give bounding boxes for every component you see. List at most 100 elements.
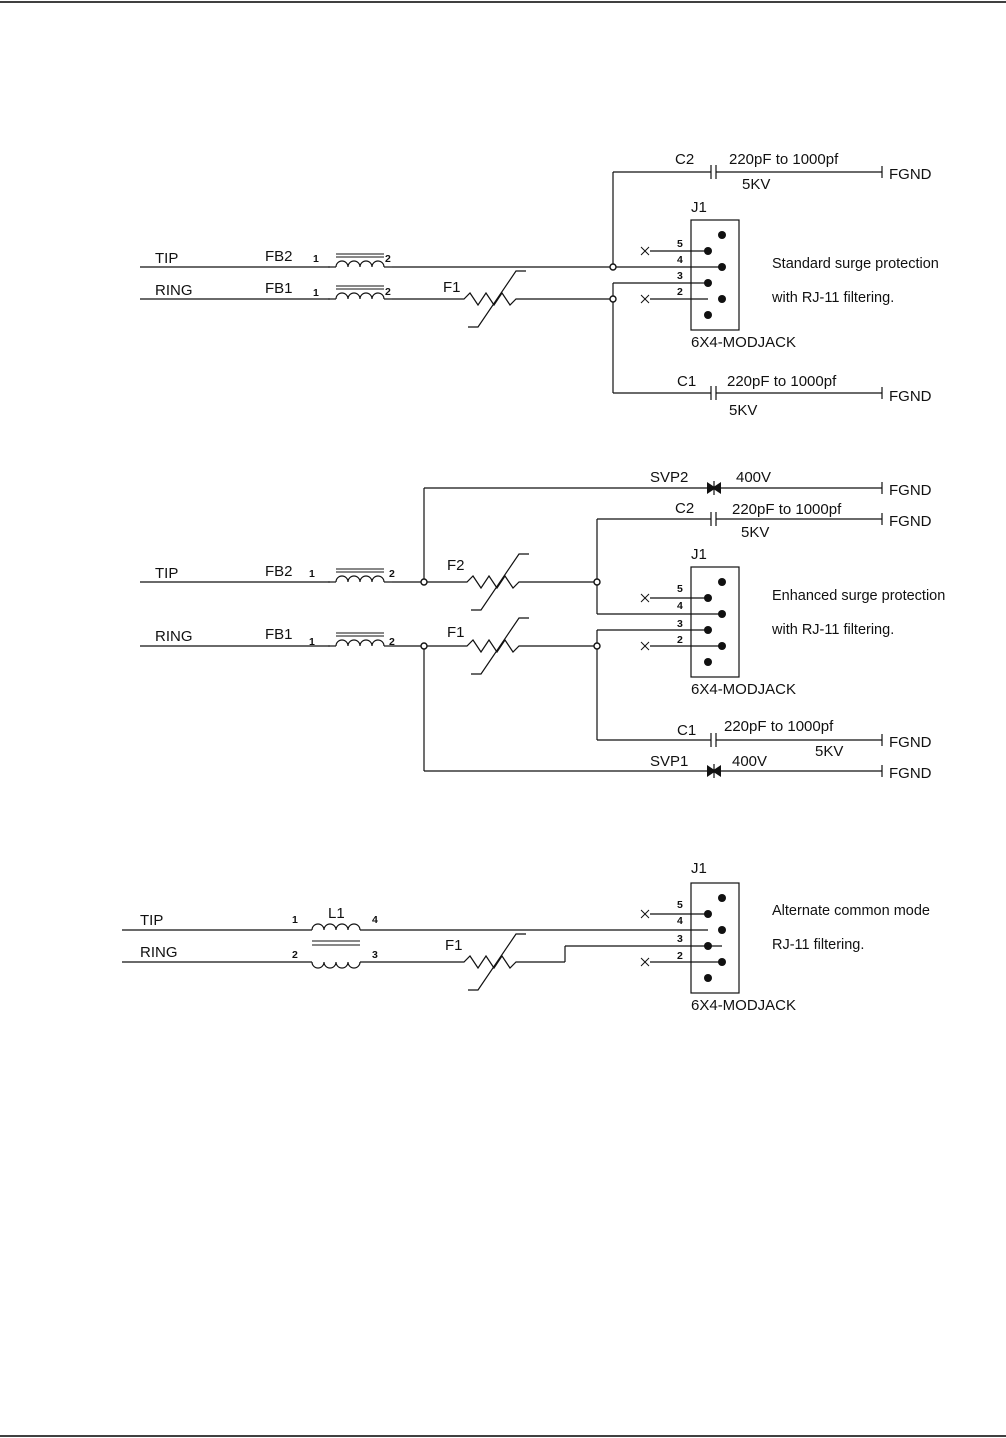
enhanced-surge-circuit: TIP RING FB2 FB1 1 2 1 2 F2 F1 SVP2 400V… [140, 469, 945, 782]
f2-label: F2 [447, 557, 465, 574]
jack-pin-label: 5 [677, 583, 683, 595]
fb2-label: FB2 [265, 563, 293, 580]
jack-pin-label: 3 [677, 270, 683, 282]
fb2-pin1-label: 1 [309, 568, 315, 580]
c2-value-label: 220pF to 1000pf [729, 151, 839, 168]
f2-ptc-fuse [454, 553, 536, 611]
note-line1: Standard surge protection [772, 256, 939, 272]
jack-pin-label: 2 [677, 634, 683, 646]
alternate-common-mode-circuit: TIP RING 1 L1 4 2 3 F1 J1 5 4 3 2 6X4-MO… [122, 860, 930, 1014]
svp1-surge-protector [706, 763, 722, 779]
j1-label: J1 [691, 860, 707, 877]
standard-surge-circuit: TIP RING FB2 FB1 1 2 1 2 F1 C2 220pF to … [140, 151, 939, 419]
tip-label: TIP [155, 250, 178, 267]
c1-label: C1 [677, 373, 696, 390]
jack-pin-label: 3 [677, 933, 683, 945]
tip-label: TIP [140, 912, 163, 929]
c1-label: C1 [677, 722, 696, 739]
c1-capacitor [710, 732, 717, 748]
fb2-label: FB2 [265, 248, 293, 265]
c1-value-label: 220pF to 1000pf [727, 373, 837, 390]
f1-ptc-fuse [451, 270, 533, 328]
jack-pin-label: 2 [677, 286, 683, 298]
ring-label: RING [155, 282, 193, 299]
fb2-ferrite-bead [327, 568, 393, 583]
jack-name-label: 6X4-MODJACK [691, 997, 796, 1014]
jack-pin-label: 2 [677, 950, 683, 962]
fb1-ferrite-bead [327, 285, 393, 300]
jack-name-label: 6X4-MODJACK [691, 681, 796, 698]
fb1-pin1-label: 1 [309, 636, 315, 648]
fgnd-label: FGND [889, 388, 932, 405]
j1-label: J1 [691, 199, 707, 216]
c2-label: C2 [675, 151, 694, 168]
f1-label: F1 [443, 279, 461, 296]
l1-pin-label: 1 [292, 914, 298, 926]
junction-dot [420, 642, 428, 650]
note-line1: Alternate common mode [772, 903, 930, 919]
jack-pin-label: 4 [677, 254, 683, 266]
c1-capacitor [710, 385, 717, 401]
fb1-pin1-label: 1 [313, 287, 319, 299]
junction-dot [609, 263, 617, 271]
svp1-label: SVP1 [650, 753, 688, 770]
fb2-pin2-label: 2 [389, 568, 395, 580]
fgnd-label: FGND [889, 166, 932, 183]
f1-label: F1 [445, 937, 463, 954]
svp1-voltage-label: 400V [732, 753, 767, 770]
junction-dot [593, 642, 601, 650]
l1-upper-winding [311, 923, 361, 931]
c2-label: C2 [675, 500, 694, 517]
jack-pin-label: 5 [677, 238, 683, 250]
rj11-jack [640, 219, 740, 331]
note-line2: with RJ-11 filtering. [771, 290, 894, 306]
svp2-voltage-label: 400V [736, 469, 771, 486]
jack-pin-label: 5 [677, 899, 683, 911]
j1-label: J1 [691, 546, 707, 563]
f1-ptc-fuse [451, 933, 533, 991]
fb1-label: FB1 [265, 626, 293, 643]
fb2-pin2-label: 2 [385, 253, 391, 265]
fgnd-label: FGND [889, 513, 932, 530]
c2-voltage-label: 5KV [741, 524, 769, 541]
rj11-jack [640, 566, 740, 678]
note-line2: RJ-11 filtering. [772, 937, 864, 953]
f1-label: F1 [447, 624, 465, 641]
jack-pin-label: 4 [677, 600, 683, 612]
ring-label: RING [140, 944, 178, 961]
fgnd-label: FGND [889, 765, 932, 782]
fb1-pin2-label: 2 [389, 636, 395, 648]
fb1-label: FB1 [265, 280, 293, 297]
c2-voltage-label: 5KV [742, 176, 770, 193]
c2-capacitor [710, 164, 717, 180]
note-line1: Enhanced surge protection [772, 588, 945, 604]
jack-name-label: 6X4-MODJACK [691, 334, 796, 351]
c1-voltage-label: 5KV [729, 402, 757, 419]
fb1-pin2-label: 2 [385, 286, 391, 298]
c1-voltage-label: 5KV [815, 743, 843, 760]
rj11-jack [640, 882, 740, 994]
fgnd-label: FGND [889, 734, 932, 751]
c1-value-label: 220pF to 1000pf [724, 718, 834, 735]
fb2-pin1-label: 1 [313, 253, 319, 265]
fb2-ferrite-bead [327, 253, 393, 268]
tip-label: TIP [155, 565, 178, 582]
l1-lower-winding [311, 961, 361, 969]
svp2-surge-protector [706, 480, 722, 496]
ring-label: RING [155, 628, 193, 645]
c2-value-label: 220pF to 1000pf [732, 501, 842, 518]
fgnd-label: FGND [889, 482, 932, 499]
junction-dot [609, 295, 617, 303]
c2-capacitor [710, 511, 717, 527]
jack-pin-label: 4 [677, 915, 683, 927]
junction-dot [420, 578, 428, 586]
jack-pin-label: 3 [677, 618, 683, 630]
svp2-label: SVP2 [650, 469, 688, 486]
note-line2: with RJ-11 filtering. [771, 622, 894, 638]
fb1-ferrite-bead [327, 632, 393, 647]
l1-pin-label: 2 [292, 949, 298, 961]
l1-label: L1 [328, 905, 345, 922]
junction-dot [593, 578, 601, 586]
l1-pin-label: 3 [372, 949, 378, 961]
